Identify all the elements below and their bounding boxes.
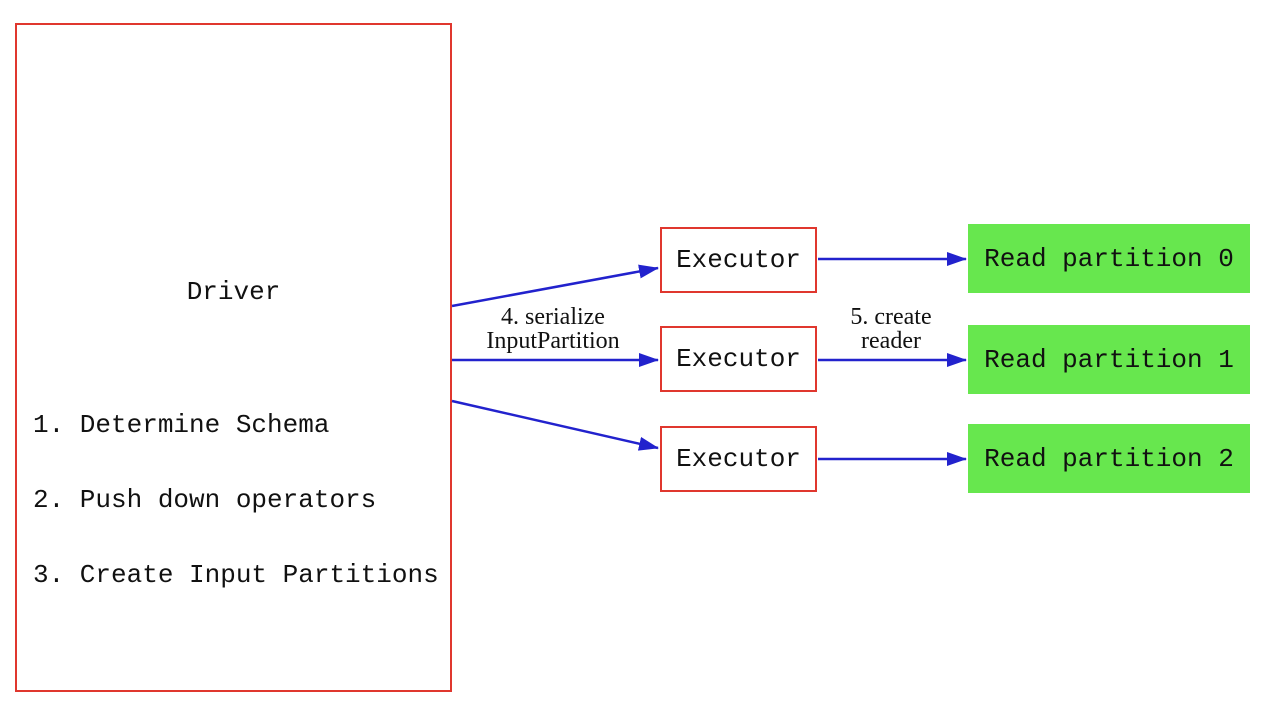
edge-label-line: reader — [861, 328, 921, 354]
executor-node-0: Executor — [660, 227, 817, 293]
driver-step: 3. Create Input Partitions — [33, 560, 439, 590]
edge-label-serialize-inputpartition: 4. serialize InputPartition — [453, 305, 653, 353]
arrow-driver-to-executor-0 — [451, 264, 659, 308]
executor-node-1: Executor — [660, 326, 817, 392]
executor-node-label: Executor — [676, 444, 801, 474]
edge-label-line: InputPartition — [486, 328, 620, 354]
arrow-driver-to-executor-2 — [451, 399, 659, 451]
edge-label-line: 5. create — [850, 304, 932, 330]
read-partition-label: Read partition 1 — [984, 344, 1234, 375]
read-partition-label: Read partition 0 — [984, 243, 1234, 274]
edge-label-line: 4. serialize — [501, 304, 605, 330]
driver-step: 2. Push down operators — [33, 485, 377, 515]
executor-node-2: Executor — [660, 426, 817, 492]
read-partition-node-2: Read partition 2 — [968, 424, 1250, 493]
driver-step: 1. Determine Schema — [33, 410, 330, 440]
edge-label-create-reader: 5. create reader — [791, 305, 991, 353]
read-partition-node-1: Read partition 1 — [968, 325, 1250, 394]
driver-steps-list: 1. Determine Schema 2. Push down operato… — [33, 363, 439, 638]
driver-node — [15, 23, 452, 692]
read-partition-node-0: Read partition 0 — [968, 224, 1250, 293]
executor-node-label: Executor — [676, 344, 801, 374]
read-partition-label: Read partition 2 — [984, 443, 1234, 474]
executor-node-label: Executor — [676, 245, 801, 275]
driver-node-label: Driver — [186, 277, 281, 307]
